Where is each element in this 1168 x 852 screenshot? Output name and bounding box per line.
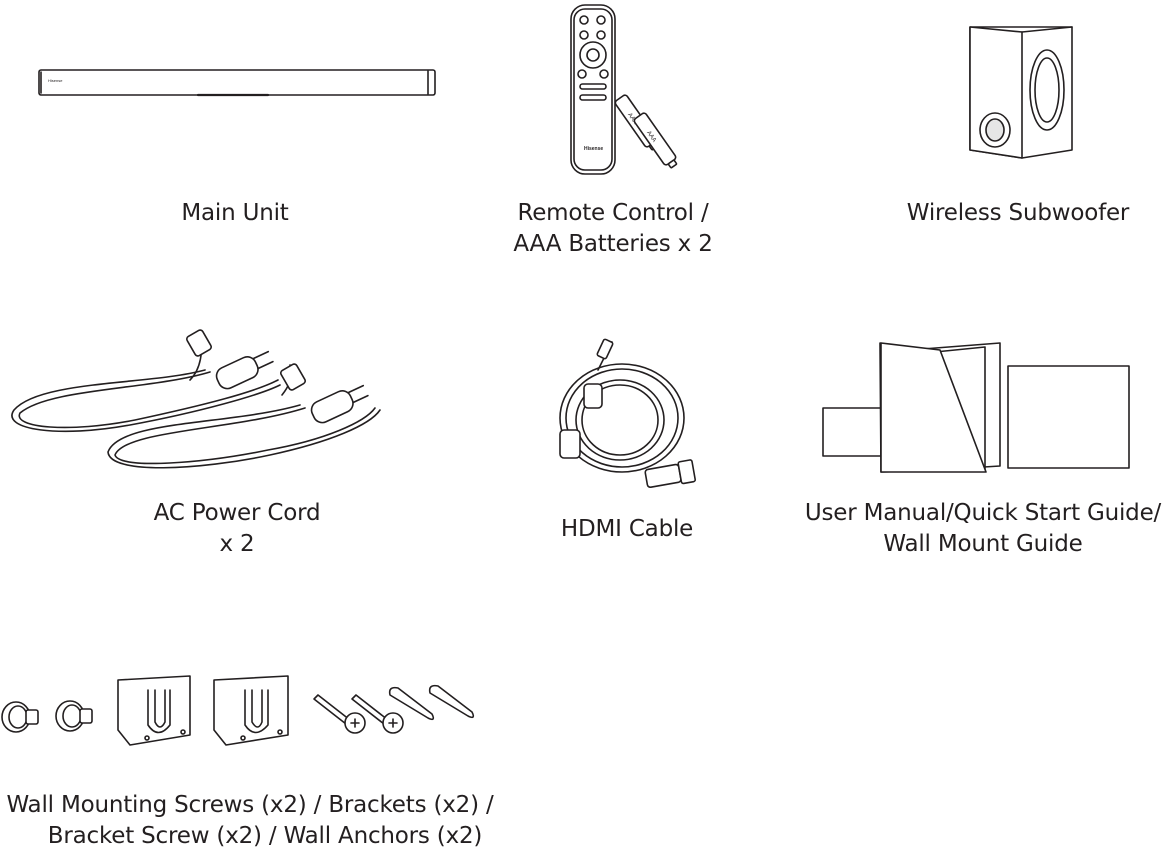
subwoofer-caption: Wireless Subwoofer xyxy=(906,200,1130,226)
bracket-screw-1 xyxy=(313,694,366,734)
main-unit-caption: Main Unit xyxy=(181,200,289,226)
wall-screw-1 xyxy=(1,701,39,733)
battery-label-2: AAA xyxy=(645,130,657,143)
wall-anchor-1 xyxy=(388,686,435,721)
bracket-screw-2 xyxy=(351,694,404,734)
soundbar-logo: Hisense xyxy=(48,78,63,83)
manuals-caption: User Manual/Quick Start Guide/ Wall Moun… xyxy=(804,500,1162,557)
wall-anchor-2 xyxy=(428,684,475,719)
remote-caption: Remote Control / AAA Batteries x 2 xyxy=(513,200,713,257)
power-cord-caption: AC Power Cord x 2 xyxy=(153,500,321,557)
bracket-1 xyxy=(117,675,191,746)
bracket-2 xyxy=(213,675,289,746)
wall-screw-2 xyxy=(55,700,93,732)
battery-label-1: AAA xyxy=(626,112,638,125)
remote-logo: Hisense xyxy=(584,146,603,152)
hdmi-caption: HDMI Cable xyxy=(560,516,694,542)
hardware-caption: Wall Mounting Screws (x2) / Brackets (x2… xyxy=(6,792,494,849)
